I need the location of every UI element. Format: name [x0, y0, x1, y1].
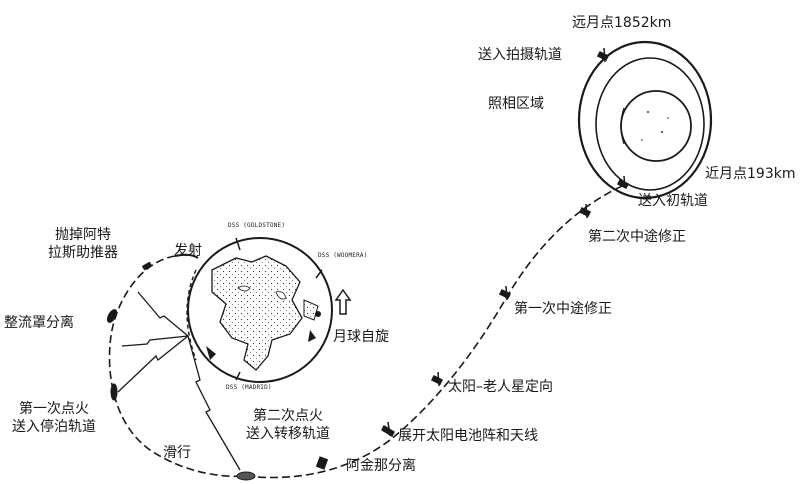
first-midcourse-label: 第一次中途修正 [514, 301, 612, 317]
perigee-label: 近月点193km [705, 166, 796, 182]
second-ignition-line2: 送入转移轨道 [246, 426, 330, 442]
agena-separation-label: 阿金那分离 [346, 458, 416, 474]
initial-orbit-label: 送入初轨道 [638, 193, 708, 209]
apogee-label: 远月点1852km [572, 15, 672, 31]
moon-rotation-label: 月球自旋 [333, 329, 389, 345]
first-ignition-line2: 送入停泊轨道 [12, 419, 96, 435]
photo-orbit-label: 送入拍摄轨道 [478, 47, 562, 63]
sun-canopus-label: 太阳–老人星定向 [448, 379, 553, 395]
booster-jettison-line2: 拉斯助推器 [48, 245, 118, 261]
up-arrow-icon [334, 288, 352, 315]
booster-jettison-label: 抛掉阿特 拉斯助推器 [48, 226, 118, 262]
spacecraft-icon [106, 47, 630, 481]
launch-label: 发射 [174, 243, 202, 259]
fairing-separation-label: 整流罩分离 [4, 315, 74, 331]
earth-globe [186, 237, 333, 383]
station-madrid-label: DSS (MADRID) [226, 384, 272, 391]
deploy-panels-label: 展开太阳电池阵和天线 [398, 428, 538, 444]
second-ignition-label: 第二次点火 送入转移轨道 [246, 407, 330, 443]
comm-links [117, 291, 241, 471]
first-ignition-line1: 第一次点火 [19, 401, 89, 417]
launch-path [174, 253, 199, 259]
coast-label: 滑行 [163, 445, 191, 461]
booster-jettison-line1: 抛掉阿特 [55, 227, 111, 243]
photo-area-label: 照相区域 [488, 96, 544, 112]
second-ignition-line1: 第二次点火 [253, 408, 323, 424]
transfer-trajectory [245, 185, 623, 479]
station-goldstone-label: DSS (GOLDSTONE) [228, 222, 286, 229]
second-midcourse-label: 第二次中途修正 [588, 229, 686, 245]
station-woomera-label: DSS (WOOMERA) [318, 252, 368, 259]
moon-group [577, 40, 713, 200]
first-ignition-label: 第一次点火 送入停泊轨道 [12, 400, 96, 436]
